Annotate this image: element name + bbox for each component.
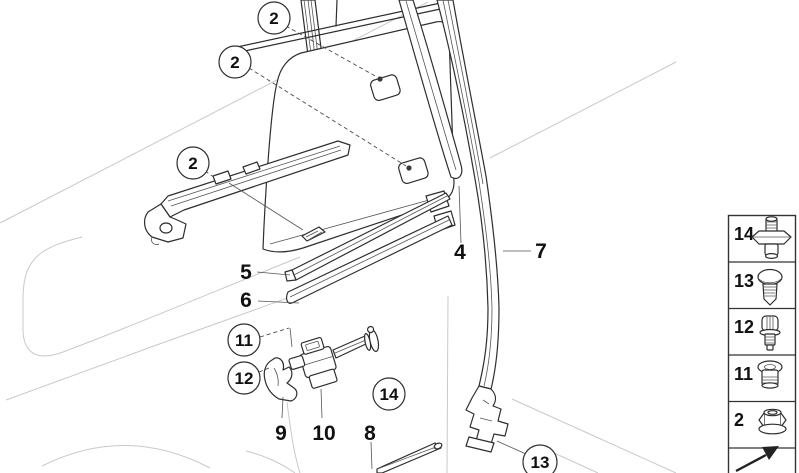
callout-label: 2 (269, 9, 278, 28)
check-strap-arm (332, 325, 380, 359)
callout-label: 13 (531, 453, 550, 472)
callout-label: 12 (235, 369, 254, 388)
window-guide-rail (143, 140, 351, 245)
legend-number: 12 (734, 317, 754, 337)
inner-belt-strip (284, 192, 451, 282)
label-10[interactable]: 10 (312, 422, 335, 445)
leader-lines (204, 0, 531, 470)
callout-11[interactable]: 11 (227, 323, 261, 357)
callout-label: 2 (230, 53, 239, 72)
legend-panel: 14 13 12 (727, 214, 797, 473)
label-6[interactable]: 6 (240, 289, 252, 312)
legend-number: 11 (734, 364, 753, 384)
legend-item-14[interactable]: 14 (734, 216, 792, 260)
legend-item-12[interactable]: 12 (734, 315, 781, 351)
glass-clip-middle (398, 157, 429, 185)
stud-grommet-icon (751, 216, 792, 260)
callout-2-glass-upper[interactable]: 2 (257, 1, 291, 35)
seal-end-bracket (465, 385, 509, 453)
label-4[interactable]: 4 (454, 241, 466, 264)
screw-icon (757, 268, 783, 306)
legend-item-11[interactable]: 11 (734, 360, 783, 389)
legend-number: 13 (734, 271, 754, 291)
label-9[interactable]: 9 (275, 422, 287, 445)
label-8[interactable]: 8 (364, 422, 376, 445)
legend-number: 2 (734, 410, 744, 430)
legend-item-2[interactable]: 2 (734, 408, 787, 435)
legend-nav[interactable] (735, 446, 779, 473)
lower-seal-strip (376, 442, 443, 473)
rail-clip-hatched (301, 226, 326, 242)
callout-14[interactable]: 14 (372, 377, 406, 411)
expanding-rivet-icon (759, 315, 781, 351)
check-bracket (263, 357, 298, 402)
callout-label: 14 (380, 385, 399, 404)
flange-nut-icon (758, 408, 787, 435)
callout-12[interactable]: 12 (227, 361, 261, 395)
callout-2-glass-middle[interactable]: 2 (218, 45, 252, 79)
legend-item-13[interactable]: 13 (734, 268, 783, 306)
glass-clip-upper (370, 74, 401, 102)
legend-number: 14 (734, 224, 754, 244)
callout-13[interactable]: 13 (522, 444, 558, 473)
callout-2-guide-rail[interactable]: 2 (176, 146, 210, 180)
callout-label: 2 (188, 154, 197, 173)
rivet-icon (757, 360, 783, 389)
label-5[interactable]: 5 (240, 261, 252, 284)
nav-arrow-icon (735, 446, 779, 473)
door-check (288, 325, 380, 389)
callout-label: 11 (235, 331, 253, 350)
label-7[interactable]: 7 (535, 240, 547, 263)
